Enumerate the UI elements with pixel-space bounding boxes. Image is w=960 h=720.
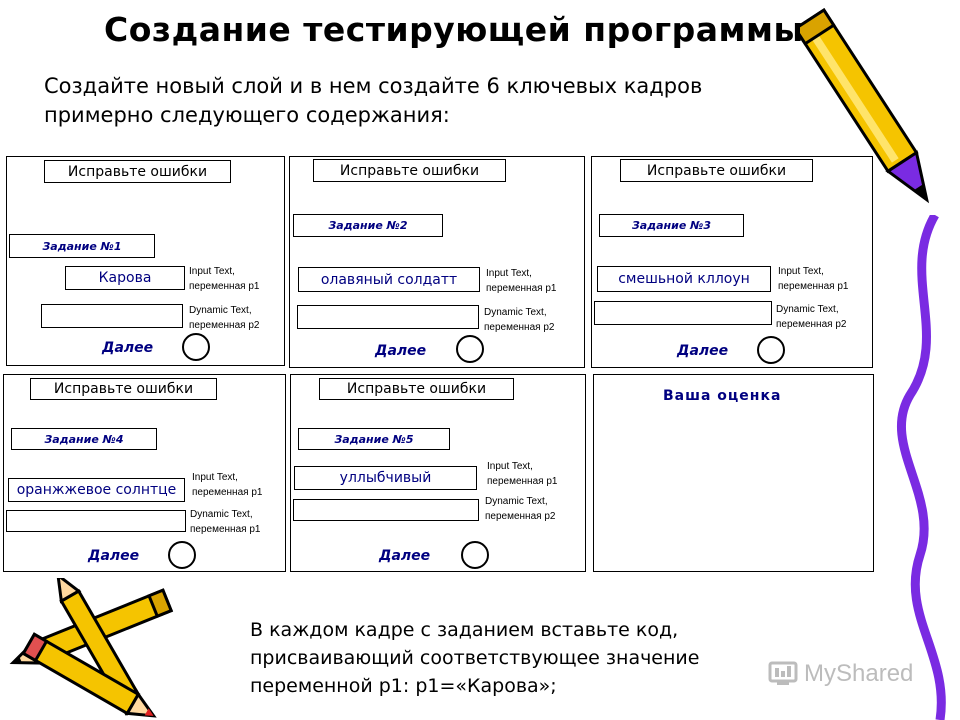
dynamic-note: Dynamic Text,переменная р2: [485, 496, 556, 522]
answer-input[interactable]: уллыбчивый: [294, 466, 477, 490]
input-note: Input Text,переменная р1: [487, 461, 558, 487]
squiggle-decoration: [896, 215, 946, 720]
slide-subtitle: Создайте новый слой и в нем создайте 6 к…: [44, 74, 703, 127]
input-note: Input Text,переменная р1: [486, 268, 557, 294]
next-circle-button-icon[interactable]: [757, 336, 785, 364]
pencil-icon: [800, 8, 930, 204]
frame-2: Исправьте ошибки Задание №2 олавяный сол…: [289, 156, 585, 368]
frame-4: Исправьте ошибки Задание №4 оранжжевое с…: [3, 374, 286, 572]
frame-1: Исправьте ошибки Задание №1 Карова Input…: [6, 156, 285, 366]
next-label: Далее: [677, 343, 729, 359]
frame-header: Исправьте ошибки: [313, 159, 506, 182]
myshared-logo-icon: [768, 661, 798, 685]
answer-input[interactable]: олавяный солдатт: [298, 267, 480, 292]
answer-input[interactable]: смешьной кллоун: [597, 266, 771, 292]
watermark-text: MyShared: [804, 660, 914, 687]
dynamic-text-field: [6, 510, 186, 532]
next-circle-button-icon[interactable]: [461, 541, 489, 569]
next-label: Далее: [379, 548, 431, 564]
pencils-icon: [9, 578, 174, 718]
task-label: Задание №2: [293, 214, 443, 237]
bottom-instruction: В каждом кадре с заданием вставьте код, …: [250, 619, 700, 697]
input-note: Input Text,переменная р1: [192, 472, 263, 498]
dynamic-note: Dynamic Text,переменная р1: [190, 509, 261, 535]
input-note: Input Text,переменная р1: [189, 266, 260, 292]
next-circle-button-icon[interactable]: [182, 333, 210, 361]
answer-input[interactable]: Карова: [65, 266, 185, 290]
frame-header: Исправьте ошибки: [30, 378, 217, 400]
dynamic-note: Dynamic Text,переменная р2: [189, 305, 260, 331]
task-label: Задание №3: [599, 214, 744, 237]
dynamic-text-field: [41, 304, 183, 328]
watermark: MyShared: [768, 660, 913, 688]
answer-input[interactable]: оранжжевое солнтце: [8, 478, 185, 502]
frame-score: Ваша оценка: [593, 374, 874, 572]
next-circle-button-icon[interactable]: [456, 335, 484, 363]
frame-3: Исправьте ошибки Задание №3 смешьной клл…: [591, 156, 873, 368]
dynamic-text-field: [293, 499, 479, 521]
next-label: Далее: [88, 548, 140, 564]
dynamic-note: Dynamic Text,переменная р2: [484, 307, 555, 333]
dynamic-text-field: [594, 301, 772, 325]
frame-header: Исправьте ошибки: [319, 378, 514, 400]
input-note: Input Text,переменная р1: [778, 266, 849, 292]
task-label: Задание №1: [9, 234, 155, 258]
frame-header: Исправьте ошибки: [620, 159, 813, 182]
next-label: Далее: [102, 340, 154, 356]
frame-5: Исправьте ошибки Задание №5 уллыбчивый I…: [290, 374, 586, 572]
dynamic-text-field: [297, 305, 479, 329]
slide-title: Создание тестирующей программы: [104, 10, 804, 49]
score-label: Ваша оценка: [663, 388, 782, 404]
next-circle-button-icon[interactable]: [168, 541, 196, 569]
dynamic-note: Dynamic Text,переменная р2: [776, 304, 847, 330]
task-label: Задание №5: [298, 428, 450, 450]
next-label: Далее: [375, 343, 427, 359]
frame-header: Исправьте ошибки: [44, 160, 231, 183]
task-label: Задание №4: [11, 428, 157, 450]
